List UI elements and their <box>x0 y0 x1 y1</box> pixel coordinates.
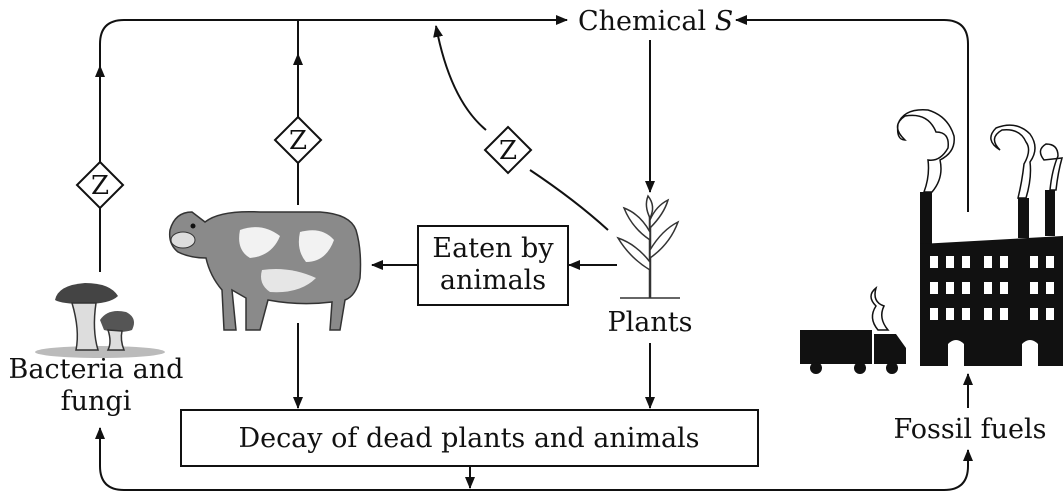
plant-icon <box>618 196 680 298</box>
z-label: Z <box>91 171 109 201</box>
decay-label: Decay of dead plants and animals <box>238 423 699 454</box>
z-marker-plants: Z <box>485 127 531 173</box>
arrow-bacteria-to-chemical-s <box>100 20 567 66</box>
cow-icon <box>170 212 361 330</box>
chemical-s-label: Chemical S <box>578 6 733 37</box>
mushroom-icon <box>35 283 165 358</box>
z-marker-cow: Z <box>275 117 321 163</box>
line-plants-curve <box>530 170 608 230</box>
z-label: Z <box>289 126 307 156</box>
plants-label: Plants <box>608 307 693 338</box>
bacteria-label-line2: fungi <box>61 386 132 417</box>
line-plants-z-curve <box>436 26 486 130</box>
factory-icon <box>898 110 1063 366</box>
eaten-label-line1: Eaten by <box>432 233 554 264</box>
bacteria-label-line1: Bacteria and <box>9 354 184 385</box>
truck-icon <box>800 288 906 374</box>
fossil-fuels-label: Fossil fuels <box>894 414 1047 445</box>
z-marker-bacteria: Z <box>77 162 123 208</box>
z-label: Z <box>499 136 517 166</box>
eaten-label-line2: animals <box>440 265 546 296</box>
